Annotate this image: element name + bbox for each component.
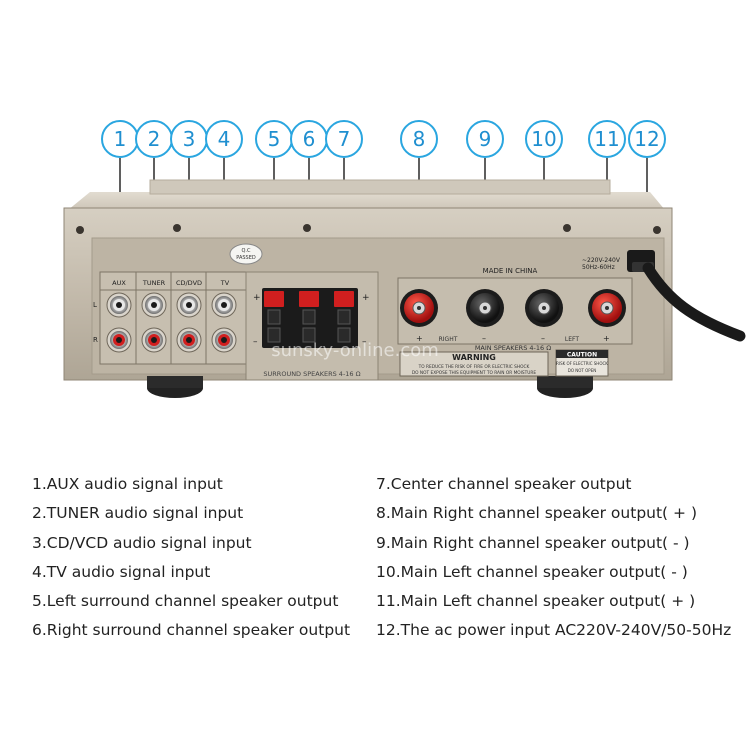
caution-label: CAUTION RISK OF ELECTRIC SHOCK DO NOT OP… (555, 349, 609, 377)
legend-item-6: 6.Right surround channel speaker output (32, 621, 351, 640)
rca-dividers (135, 272, 207, 364)
legend-item-10: 10.Main Left channel speaker output( - ) (376, 562, 688, 581)
callout-5: 5 (255, 120, 293, 158)
input-label-tuner: TUNER (142, 279, 166, 287)
surround-clip-7 (334, 291, 354, 343)
warning-line1: TO REDUCE THE RISK OF FIRE OR ELECTRIC S… (418, 364, 530, 370)
heatsink-ridge (149, 179, 611, 195)
binding-post-8 (400, 289, 438, 327)
caution-line2: DO NOT OPEN (568, 368, 596, 373)
legend-item-8: 8.Main Right channel speaker output( + ) (376, 504, 697, 523)
surround-clip-5 (264, 291, 284, 343)
callout-3: 3 (170, 120, 208, 158)
power-cord (642, 262, 746, 342)
rca-jack-2-l (141, 292, 167, 318)
qc-line1: Q.C (241, 248, 251, 254)
channel-label-l: L (93, 301, 97, 309)
qc-sticker: Q.C PASSED (229, 243, 263, 265)
callout-2: 2 (135, 120, 173, 158)
right-channel-label: RIGHT (439, 336, 458, 343)
minus-right: – (482, 334, 486, 343)
watermark: sunsky-online.com (271, 340, 439, 361)
callout-12: 12 (628, 120, 666, 158)
surround-plus-left: + (253, 293, 261, 303)
surround-clips (264, 291, 354, 343)
legend-right-column: 7.Center channel speaker output 8.Main R… (376, 470, 731, 646)
callout-4: 4 (205, 120, 243, 158)
plus-right: + (416, 334, 423, 343)
binding-post-11 (588, 289, 626, 327)
input-label-aux: AUX (112, 279, 126, 287)
chassis-top (68, 192, 665, 210)
left-channel-label: LEFT (565, 336, 579, 343)
main-knobs (400, 289, 626, 327)
callout-8: 8 (400, 120, 438, 158)
callout-6: 6 (290, 120, 328, 158)
rca-jacks (106, 292, 237, 353)
legend-item-7: 7.Center channel speaker output (376, 475, 632, 493)
warning-label: WARNING TO REDUCE THE RISK OF FIRE OR EL… (399, 351, 549, 377)
caution-title: CAUTION (567, 352, 597, 359)
binding-post-10 (525, 289, 563, 327)
rca-jack-1-r (106, 327, 132, 353)
legend-item-9: 9.Main Right channel speaker output( - ) (376, 533, 690, 552)
amplifier-illustration: Q.C PASSED AUX TUNER CD/DVD TV L R + + –… (63, 158, 746, 398)
rca-jack-1-l (106, 292, 132, 318)
legend-item-3: 3.CD/VCD audio signal input (32, 533, 252, 552)
surround-minus-right: – (362, 337, 367, 347)
input-label-cddvd: CD/DVD (176, 279, 202, 287)
minus-left: – (541, 334, 545, 343)
rca-jack-3-r (176, 327, 202, 353)
feet (147, 376, 593, 398)
legend-item-1: 1.AUX audio signal input (32, 475, 223, 493)
surround-plus-right: + (362, 293, 370, 303)
legend-item-11: 11.Main Left channel speaker output( + ) (376, 592, 696, 611)
callout-10: 10 (525, 120, 563, 158)
callout-7: 7 (325, 120, 363, 158)
voltage-line1: ~220V-240V (582, 257, 621, 264)
main-speakers-label: MAIN SPEAKERS 4-16 Ω (475, 344, 551, 352)
channel-label-r: R (93, 336, 98, 344)
callout-1: 1 (101, 120, 139, 158)
legend-item-4: 4.TV audio signal input (32, 562, 211, 581)
rca-jack-4-l (211, 292, 237, 318)
screws (76, 224, 661, 234)
surround-minus-left: – (253, 337, 258, 347)
legend-item-12: 12.The ac power input AC220V-240V/50-50H… (376, 621, 732, 640)
legend-item-5: 5.Left surround channel speaker output (32, 592, 339, 611)
caution-line1: RISK OF ELECTRIC SHOCK (556, 361, 608, 366)
rca-jack-3-l (176, 292, 202, 318)
callout-9: 9 (466, 120, 504, 158)
made-in-label: MADE IN CHINA (483, 267, 538, 275)
qc-line2: PASSED (236, 255, 256, 261)
callout-11: 11 (588, 120, 626, 158)
plus-left: + (603, 334, 610, 343)
voltage-line2: 50Hz-60Hz (582, 264, 615, 271)
surround-speakers-label: SURROUND SPEAKERS 4-16 Ω (263, 370, 360, 378)
binding-post-9 (466, 289, 504, 327)
legend-item-2: 2.TUNER audio signal input (32, 504, 244, 523)
warning-title: WARNING (452, 353, 496, 362)
rca-jack-2-r (141, 327, 167, 353)
amplifier-rear-view: Q.C PASSED AUX TUNER CD/DVD TV L R + + –… (63, 120, 746, 398)
warning-line2: DO NOT EXPOSE THIS EQUIPMENT TO RAIN OR … (412, 370, 537, 376)
surround-clip-6 (299, 291, 319, 343)
legend-left-column: 1.AUX audio signal input 2.TUNER audio s… (32, 470, 350, 646)
rca-jack-4-r (211, 327, 237, 353)
input-label-tv: TV (220, 279, 230, 287)
